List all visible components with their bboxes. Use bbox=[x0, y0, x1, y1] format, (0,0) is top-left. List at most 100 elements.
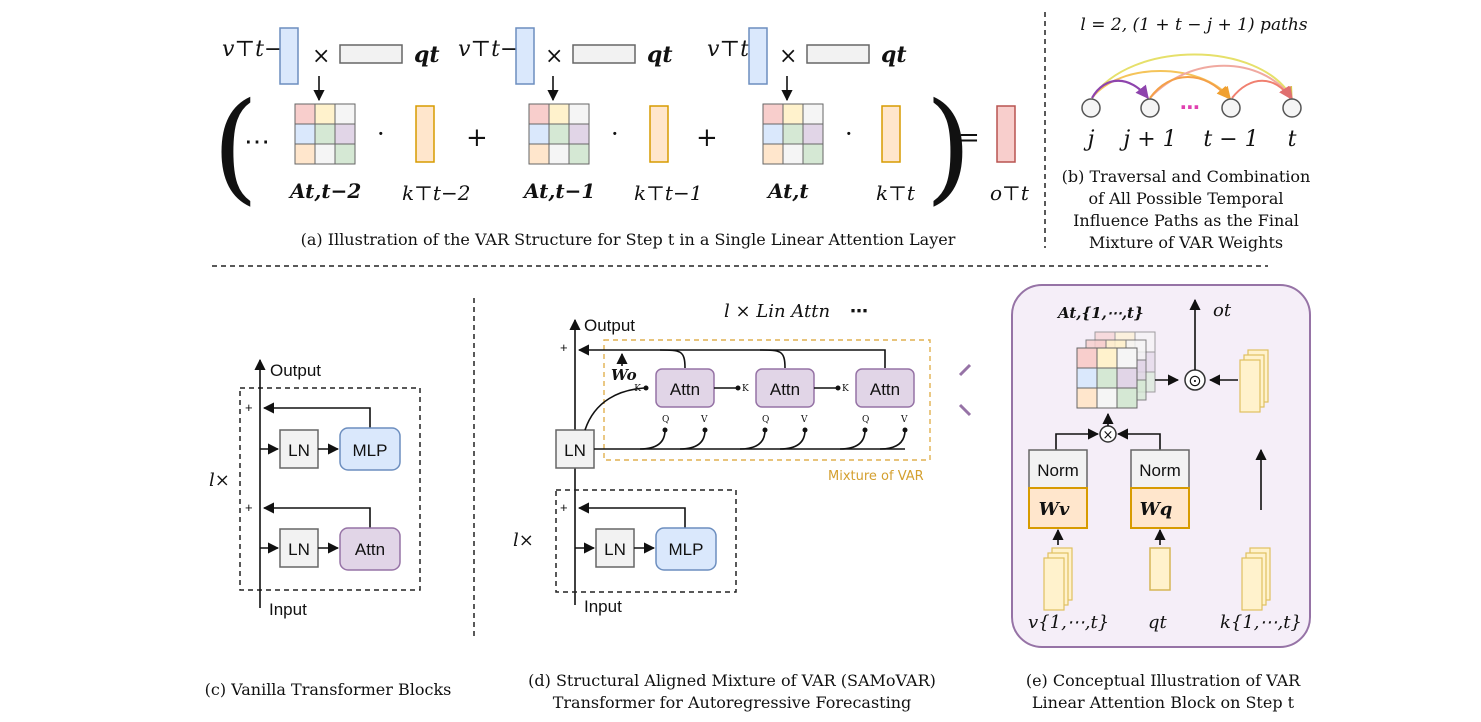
caption-b-line-1: (b) Traversal and Combination bbox=[1062, 167, 1311, 186]
mixture-frame bbox=[603, 339, 931, 461]
mlp-residual-arrow bbox=[262, 402, 371, 428]
node-label-t: t bbox=[1288, 127, 1297, 152]
repeat-frame bbox=[239, 387, 421, 591]
plus-sign-2: + bbox=[696, 123, 718, 153]
v-vector-t-2 bbox=[279, 27, 299, 85]
v3-label: V bbox=[900, 415, 908, 425]
output-label: Output bbox=[270, 361, 321, 380]
q1-label: Q bbox=[662, 415, 669, 425]
v1-label: V bbox=[700, 415, 708, 425]
q2-dot bbox=[762, 427, 768, 433]
dot-sign: · bbox=[845, 120, 853, 148]
norm-q-to-cross bbox=[1116, 428, 1161, 450]
caption-b-line-3: Influence Paths as the Final bbox=[1073, 211, 1299, 230]
matrix-a-t bbox=[762, 103, 824, 165]
attn1-to-output bbox=[659, 349, 686, 369]
ln-box-lower bbox=[279, 528, 319, 568]
matrix-stack-front bbox=[1076, 347, 1138, 409]
arc-j1-to-t bbox=[1149, 64, 1293, 99]
term-t-minus-1: v⊤t−1 × qt · At,t−1 k⊤t−1 bbox=[458, 27, 702, 205]
ln-label: LN bbox=[288, 540, 310, 559]
mlp-box-d bbox=[655, 527, 717, 571]
plus-sign-1: + bbox=[466, 123, 488, 153]
node-ellipsis: ⋯ bbox=[1180, 95, 1200, 119]
node-label-j: j bbox=[1083, 127, 1095, 152]
k1-label: K bbox=[634, 384, 641, 394]
o-label-e: ot bbox=[1213, 300, 1232, 321]
output-label: Output bbox=[584, 316, 635, 335]
k3-label: K bbox=[842, 384, 849, 394]
dot-sign: · bbox=[377, 120, 385, 148]
a-label-t-2: At,t−2 bbox=[288, 179, 361, 203]
arc-j-to-j1 bbox=[1091, 79, 1149, 100]
panel-a: ( ) ⋯ v⊤t−2 × qt · At,t−2 k⊤t−2 + v⊤t−1 … bbox=[212, 27, 1030, 249]
right-paren: ) bbox=[925, 78, 972, 217]
attn-box-3 bbox=[855, 368, 915, 408]
v-label-t: v⊤t bbox=[707, 37, 749, 62]
attn-box bbox=[339, 527, 401, 571]
caption-e-line-1: (e) Conceptual Illustration of VAR bbox=[1026, 671, 1301, 690]
k1-dot bbox=[643, 385, 649, 391]
wo-return-line bbox=[577, 344, 886, 368]
ln-label-lower-d: LN bbox=[604, 540, 626, 559]
k-label-t-2: k⊤t−2 bbox=[402, 181, 470, 205]
attn2-to-output bbox=[759, 349, 786, 369]
plus-top: + bbox=[560, 340, 568, 355]
mlp-label-d: MLP bbox=[669, 540, 704, 559]
caption-c: (c) Vanilla Transformer Blocks bbox=[205, 680, 452, 699]
ln-label: LN bbox=[288, 441, 310, 460]
node-label-t-1: t − 1 bbox=[1203, 127, 1258, 152]
q3-dot bbox=[862, 427, 868, 433]
k-stack-right bbox=[1239, 349, 1269, 413]
q3-label: Q bbox=[862, 415, 869, 425]
k-stack-bottom bbox=[1241, 547, 1271, 611]
times-sign: × bbox=[779, 44, 797, 69]
k-label-e: k{1,⋯,t} bbox=[1220, 612, 1302, 633]
header-ellipsis: ⋯ bbox=[850, 301, 868, 322]
ln-box-lower-d bbox=[595, 528, 635, 568]
times-sign: × bbox=[545, 44, 563, 69]
zoom-line-top bbox=[958, 363, 972, 377]
k-label-t: k⊤t bbox=[876, 181, 916, 205]
caption-d-line-1: (d) Structural Aligned Mixture of VAR (S… bbox=[528, 671, 936, 690]
matrix-a-t-2 bbox=[294, 103, 356, 165]
ln-to-k1 bbox=[584, 387, 645, 431]
leading-ellipsis: ⋯ bbox=[244, 127, 270, 157]
left-paren: ( bbox=[212, 78, 259, 217]
bus-q1 bbox=[639, 429, 666, 450]
wq-box bbox=[1130, 487, 1190, 529]
cross-symbol: × bbox=[1103, 428, 1114, 443]
plus-upper: + bbox=[245, 400, 253, 415]
attn-label-2: Attn bbox=[770, 380, 800, 399]
q-label: qt bbox=[881, 42, 907, 68]
ln-box-upper bbox=[279, 429, 319, 469]
mlp-residual-d bbox=[577, 502, 686, 528]
q-vector bbox=[806, 44, 870, 64]
k-vector-t bbox=[881, 105, 901, 163]
zoom-line-bottom bbox=[958, 403, 972, 417]
dot-sign: · bbox=[611, 120, 619, 148]
v2-dot bbox=[802, 427, 808, 433]
q2-label: Q bbox=[762, 415, 769, 425]
panel-d: l × Lin Attn ⋯ Mixture of VAR Output Inp… bbox=[513, 301, 936, 712]
k3-dot bbox=[835, 385, 841, 391]
plus-lower-d: + bbox=[560, 500, 568, 515]
attn-residual-arrow bbox=[262, 502, 371, 528]
k2-label: K bbox=[742, 384, 749, 394]
equals-sign: = bbox=[958, 123, 980, 153]
caption-b-line-2: of All Possible Temporal bbox=[1089, 189, 1284, 208]
v2-label: V bbox=[800, 415, 808, 425]
bus-q3 bbox=[839, 429, 866, 450]
term-t-minus-2: v⊤t−2 × qt · At,t−2 k⊤t−2 bbox=[222, 27, 470, 205]
mixture-label: Mixture of VAR bbox=[828, 469, 924, 484]
matrix-a-t-1 bbox=[528, 103, 590, 165]
wv-label: Wv bbox=[1039, 499, 1070, 520]
repeat-frame-d bbox=[555, 489, 737, 593]
attn-label-1: Attn bbox=[670, 380, 700, 399]
norm-v-to-cross bbox=[1055, 428, 1100, 450]
q-vector-e bbox=[1149, 547, 1171, 591]
v1-dot bbox=[702, 427, 708, 433]
term-t: v⊤t × qt · At,t k⊤t bbox=[707, 27, 916, 205]
input-label: Input bbox=[269, 600, 307, 619]
attn-label-3: Attn bbox=[870, 380, 900, 399]
